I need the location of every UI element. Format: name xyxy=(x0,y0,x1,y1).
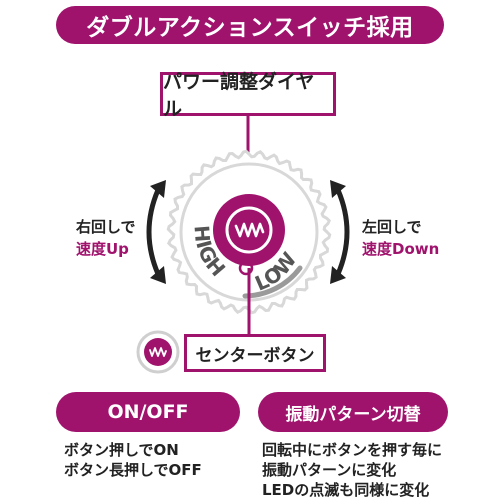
rotate-left-note: 左回しで 速度Down xyxy=(362,216,439,260)
rotate-left-arrow xyxy=(146,187,161,277)
pattern-switch-description: 回転中にボタンを押す毎に 振動パターンに変化 LEDの点滅も同様に変化 xyxy=(262,440,442,500)
vibration-wave-icon xyxy=(234,222,265,238)
pattern-line: 振動パターンに変化 xyxy=(262,461,397,479)
dial-position-arc xyxy=(242,265,303,299)
dial-label: パワー調整ダイヤル xyxy=(160,71,336,120)
rotate-left-note-line2: 速度Down xyxy=(362,240,440,258)
rotate-left-arrow-head-top xyxy=(150,180,166,198)
pattern-line: 回転中にボタンを押す毎に xyxy=(262,441,443,459)
pattern-switch-pill: 振動パターン切替 xyxy=(258,392,448,432)
on-off-line: ボタン長押しでOFF xyxy=(64,461,202,479)
rotate-left-arrow-head-bottom xyxy=(150,266,166,284)
on-off-line: ボタン押しでON xyxy=(64,441,179,459)
center-button-mini-icon xyxy=(144,338,172,366)
rotate-right-note-line1: 右回しで xyxy=(76,218,136,236)
mini-vibration-wave-icon xyxy=(149,347,167,357)
rotate-right-arrow xyxy=(335,187,350,277)
rotate-left-note-line1: 左回しで xyxy=(362,218,422,236)
on-off-description: ボタン押しでON ボタン長押しでOFF xyxy=(64,440,202,480)
center-button-led-ring xyxy=(225,206,273,254)
rotate-right-arrow-head-top xyxy=(330,180,346,198)
rotate-right-arrow-head-bottom xyxy=(330,266,346,284)
rotate-right-note-line2: 速度Up xyxy=(76,240,129,258)
title-banner: ダブルアクションスイッチ採用 xyxy=(56,6,444,44)
on-off-pill: ON/OFF xyxy=(56,392,240,432)
pattern-line: LEDの点滅も同様に変化 xyxy=(262,481,430,499)
rotate-right-note: 右回しで 速度Up xyxy=(76,216,136,260)
center-button-label: センターボタン xyxy=(184,334,326,372)
